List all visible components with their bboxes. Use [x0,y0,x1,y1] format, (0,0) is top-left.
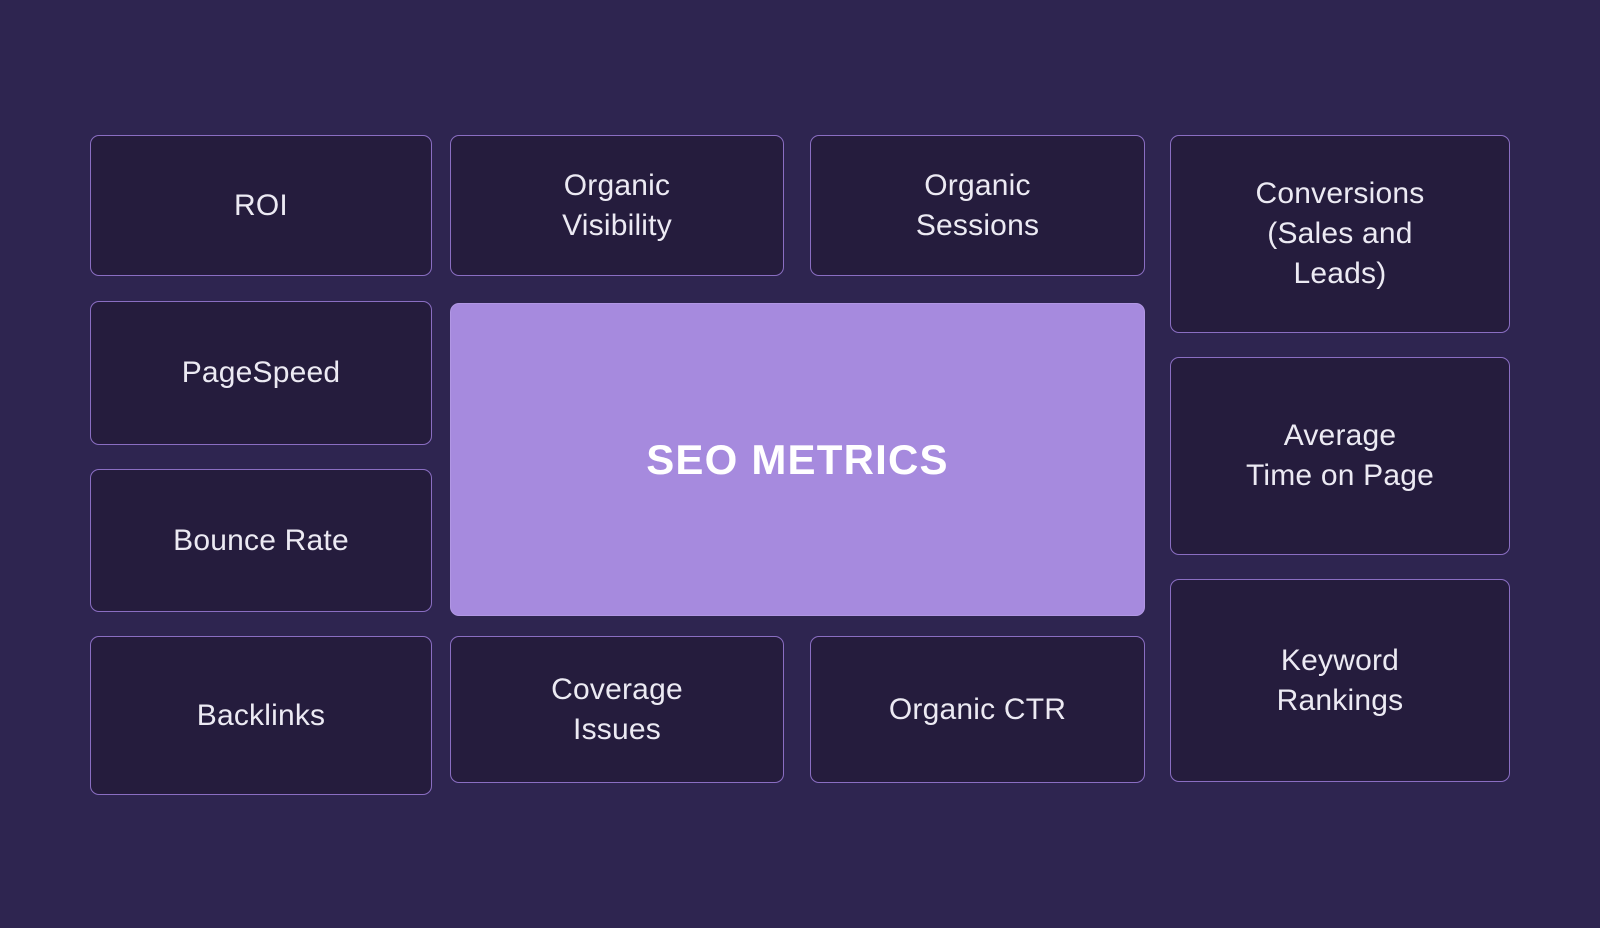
metric-card-organic-visibility[interactable]: Organic Visibility [450,135,784,276]
center-card-seo-metrics[interactable]: SEO METRICS [450,303,1145,616]
metric-card-label: Coverage Issues [551,672,683,746]
metric-card-organic-sessions[interactable]: Organic Sessions [810,135,1145,276]
metric-card-label: Organic CTR [888,692,1067,726]
metric-card-label: Organic Visibility [562,168,672,242]
metric-card-bounce-rate[interactable]: Bounce Rate [90,469,432,612]
metric-card-average-time-on-page[interactable]: Average Time on Page [1170,357,1510,555]
metric-card-label: Average Time on Page [1245,419,1435,492]
metric-card-label: Bounce Rate [173,523,349,557]
metric-card-label: ROI [234,188,288,222]
metric-card-label: Backlinks [196,698,326,732]
metric-card-organic-ctr[interactable]: Organic CTR [810,636,1145,783]
metric-card-conversions[interactable]: Conversions (Sales and Leads) [1170,135,1510,333]
metric-card-pagespeed[interactable]: PageSpeed [90,301,432,445]
metric-card-backlinks[interactable]: Backlinks [90,636,432,795]
metric-card-coverage-issues[interactable]: Coverage Issues [450,636,784,783]
metric-card-keyword-rankings[interactable]: Keyword Rankings [1170,579,1510,782]
metric-card-label: PageSpeed [181,356,341,390]
metric-card-label: Organic Sessions [915,168,1040,242]
metric-card-label: Keyword Rankings [1276,643,1404,717]
center-card-title: SEO METRICS [646,435,949,483]
metric-card-label: Conversions (Sales and Leads) [1255,177,1425,290]
metric-card-roi[interactable]: ROI [90,135,432,276]
